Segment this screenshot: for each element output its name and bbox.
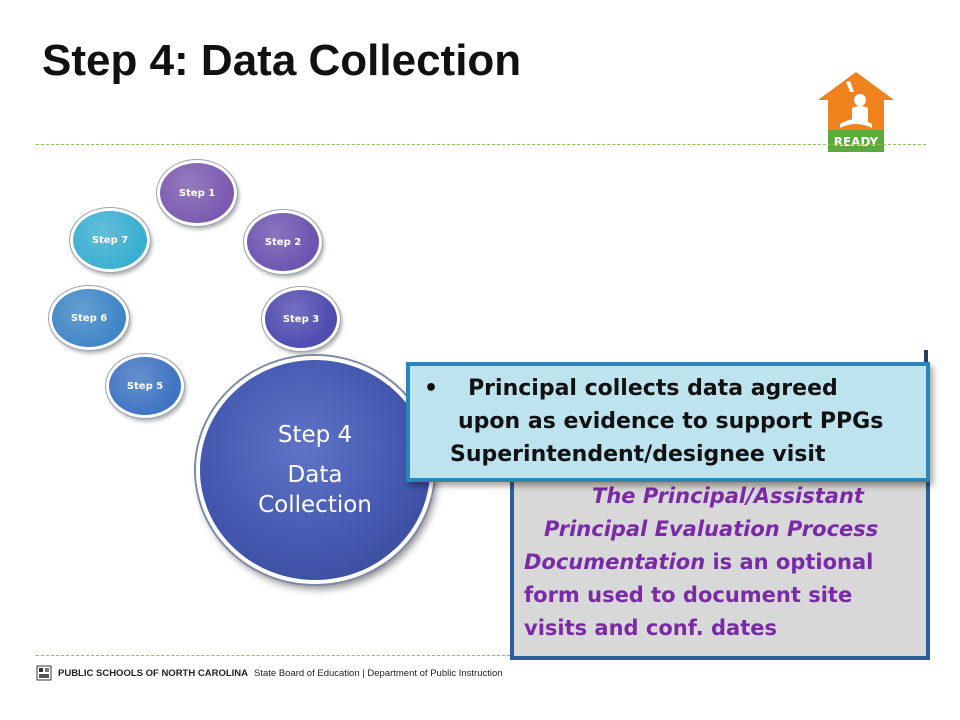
center-line-2: Data	[287, 462, 343, 488]
footer: PUBLIC SCHOOLS OF NORTH CAROLINA State B…	[36, 664, 503, 682]
callout-line-1: Principal collects data agreed	[468, 376, 838, 401]
logo-text: READY	[834, 135, 879, 149]
note-text: The Principal/Assistant Principal Evalua…	[524, 480, 916, 645]
note-line-3-italic: Documentation	[524, 550, 706, 574]
cycle-step-5-label: Step 5	[126, 380, 164, 392]
top-divider	[36, 144, 926, 145]
callout-line-3: Superintendent/designee visit	[450, 442, 826, 467]
footer-dept: State Board of Education | Department of…	[254, 667, 503, 679]
cycle-step-2-label: Step 2	[264, 236, 302, 248]
footer-org: PUBLIC SCHOOLS OF NORTH CAROLINA	[58, 667, 248, 679]
bottom-divider	[36, 655, 926, 656]
note-line-3-rest: is an optional	[705, 550, 874, 574]
state-seal-icon	[36, 665, 52, 681]
cycle-step-5: Step 5	[105, 353, 185, 419]
slide-title: Step 4: Data Collection	[42, 36, 522, 85]
note-line-1: The Principal/Assistant	[592, 484, 864, 508]
cycle-step-4-center: Step 4 Data Collection	[196, 356, 434, 584]
cycle-step-6: Step 6	[48, 285, 130, 351]
center-line-1: Step 4	[277, 422, 353, 448]
cycle-step-7-label: Step 7	[91, 234, 129, 246]
cycle-step-3: Step 3	[261, 286, 341, 352]
callout-line-2: upon as evidence to support PPGs	[458, 409, 884, 434]
note-line-4: form used to document site	[524, 583, 853, 607]
cycle-step-1-label: Step 1	[178, 187, 216, 199]
callout-box	[406, 362, 930, 482]
note-box	[510, 462, 930, 660]
note-line-5: visits and conf. dates	[524, 616, 777, 640]
cycle-step-3-label: Step 3	[282, 313, 320, 325]
cycle-step-7: Step 7	[69, 207, 151, 273]
cycle-step-6-label: Step 6	[70, 312, 108, 324]
cycle-step-1: Step 1	[156, 159, 238, 227]
callout-text: • Principal collects data agreed upon as …	[424, 372, 918, 471]
note-line-2: Principal Evaluation Process	[544, 517, 879, 541]
center-line-3: Collection	[258, 492, 372, 518]
ready-logo: READY	[816, 70, 896, 154]
cycle-step-2: Step 2	[243, 209, 323, 275]
bullet-marker: •	[424, 376, 439, 401]
